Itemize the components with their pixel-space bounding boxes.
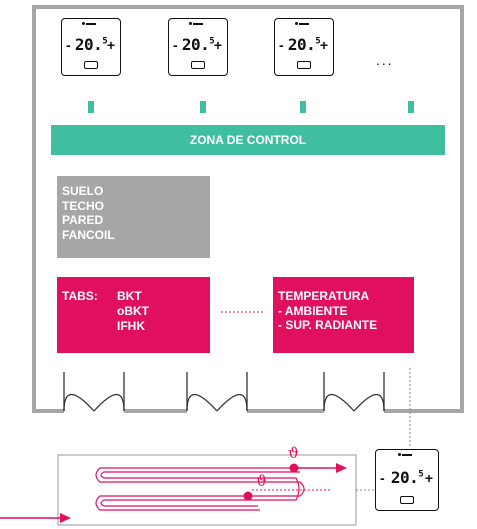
surfaces-block: SUELO TECHO PARED FANCOIL: [57, 176, 210, 258]
thermostat-button: [297, 61, 311, 69]
thermostat-value: 20.5: [287, 35, 321, 54]
thermostat-plus: +: [319, 37, 328, 53]
thermostat-minus: -: [173, 37, 178, 53]
thermostat-indicator-icon: [82, 22, 96, 25]
outflow-arrow: [336, 463, 347, 473]
thermostat-indicator-icon: [189, 22, 203, 25]
thermostat-indicator-icon: [398, 453, 412, 456]
thermostat-external: - 20.5 +: [375, 449, 439, 511]
surface-sensor-symbol: ϑ: [256, 472, 267, 490]
surface-fancoil: FANCOIL: [62, 227, 115, 242]
thermostat-minus: -: [279, 37, 284, 53]
thermostat-value: 20.5: [181, 35, 215, 54]
thermostat-button: [84, 61, 98, 69]
outflow-sensor: [289, 463, 299, 473]
tabs-item-obkt: oBKT: [117, 304, 149, 318]
thermostat-2: - 20.5 +: [168, 18, 228, 76]
thermostat-1: - 20.5 +: [61, 18, 121, 76]
thermostat-indicator-icon: [295, 22, 309, 25]
thermostat-connectors: [88, 101, 414, 113]
thermostat-plus: +: [213, 37, 222, 53]
temperature-radiant-surface: - SUP. RADIANTE: [278, 318, 378, 332]
thermostat-plus: +: [106, 37, 115, 53]
surface-floor: SUELO: [62, 184, 104, 198]
inflow-arrow: [60, 513, 71, 523]
control-zone-bar: ZONA DE CONTROL: [51, 125, 445, 155]
temperature-ambient: - AMBIENTE: [278, 303, 348, 318]
thermostat-minus: -: [66, 37, 71, 53]
surface-ceiling: TECHO: [62, 198, 104, 213]
temperature-block: TEMPERATURA - AMBIENTE - SUP. RADIANTE: [273, 277, 414, 353]
door-swings: [63, 393, 385, 412]
radiant-pipe: [95, 467, 305, 511]
thermostat-button: [191, 61, 205, 69]
tabs-item-bkt: BKT: [117, 289, 142, 303]
thermostat-plus: +: [424, 470, 433, 486]
surface-wall: PARED: [62, 213, 104, 227]
temperature-title: TEMPERATURA: [278, 289, 370, 303]
outflow-sensor-symbol: ϑ: [288, 444, 299, 462]
more-thermostats-ellipsis: ...: [376, 52, 394, 68]
thermostat-minus: -: [380, 470, 385, 486]
thermostat-3: - 20.5 +: [274, 18, 334, 76]
tabs-block: TABS: BKT oBKT IFHK: [57, 277, 210, 353]
building-wall: [32, 5, 464, 413]
thermostat-value: 20.5: [390, 468, 424, 487]
thermostat-button: [400, 496, 414, 504]
tabs-item-ifhk: IFHK: [117, 319, 145, 333]
thermostat-value: 20.5: [74, 35, 108, 54]
control-zone-label: ZONA DE CONTROL: [189, 133, 307, 147]
radiant-floor-panel: [57, 454, 357, 526]
surface-sensor: [243, 491, 253, 501]
tabs-title: TABS:: [62, 289, 98, 303]
